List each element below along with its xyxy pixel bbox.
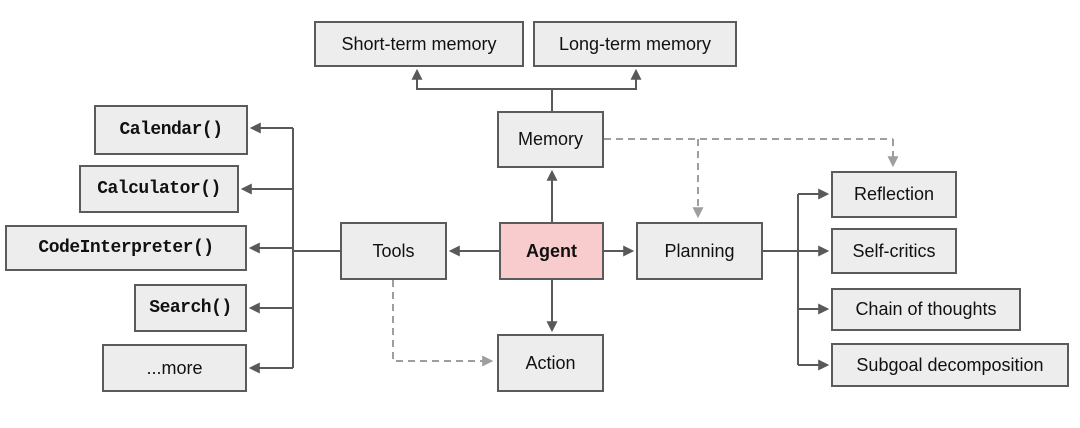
node-more: ...more bbox=[102, 344, 247, 392]
node-long-term-memory-label: Long-term memory bbox=[558, 33, 712, 54]
node-agent-label: Agent bbox=[526, 240, 577, 261]
node-search-label: Search() bbox=[149, 298, 232, 318]
node-more-label: ...more bbox=[146, 357, 203, 378]
node-calculator: Calculator() bbox=[79, 165, 239, 213]
edge-tools-action-dashed bbox=[392, 280, 494, 367]
edge-planning-trunk bbox=[763, 194, 799, 365]
node-reflection-label: Reflection bbox=[853, 184, 935, 204]
node-action-label: Action bbox=[525, 352, 576, 373]
node-subgoal-decomposition-label: Subgoal decomposition bbox=[856, 354, 1044, 375]
node-calendar: Calendar() bbox=[94, 105, 248, 155]
node-self-critics: Self-critics bbox=[831, 228, 957, 274]
node-chain-of-thoughts: Chain of thoughts bbox=[831, 288, 1021, 331]
node-memory-label: Memory bbox=[517, 129, 583, 149]
node-code-interpreter-label: CodeInterpreter() bbox=[38, 238, 214, 258]
node-planning: Planning bbox=[636, 222, 763, 280]
node-short-term-memory: Short-term memory bbox=[314, 21, 524, 67]
node-long-term-memory: Long-term memory bbox=[533, 21, 737, 67]
node-subgoal-decomposition: Subgoal decomposition bbox=[831, 343, 1069, 387]
node-calculator-label: Calculator() bbox=[97, 179, 221, 199]
node-tools: Tools bbox=[340, 222, 447, 280]
node-chain-of-thoughts-label: Chain of thoughts bbox=[855, 299, 997, 319]
node-short-term-memory-label: Short-term memory bbox=[341, 33, 497, 54]
edge-tools-trunk bbox=[292, 128, 340, 368]
node-memory: Memory bbox=[497, 111, 604, 168]
node-tools-label: Tools bbox=[372, 240, 415, 261]
node-planning-label: Planning bbox=[664, 240, 735, 261]
node-self-critics-label: Self-critics bbox=[852, 240, 936, 261]
edge-memory-long-term bbox=[552, 68, 642, 90]
node-code-interpreter: CodeInterpreter() bbox=[5, 225, 247, 271]
node-calendar-label: Calendar() bbox=[119, 120, 223, 140]
edge-memory-short-term bbox=[411, 68, 553, 111]
node-agent: Agent bbox=[499, 222, 604, 280]
node-reflection: Reflection bbox=[831, 171, 957, 218]
node-search: Search() bbox=[134, 284, 247, 332]
node-action: Action bbox=[497, 334, 604, 392]
